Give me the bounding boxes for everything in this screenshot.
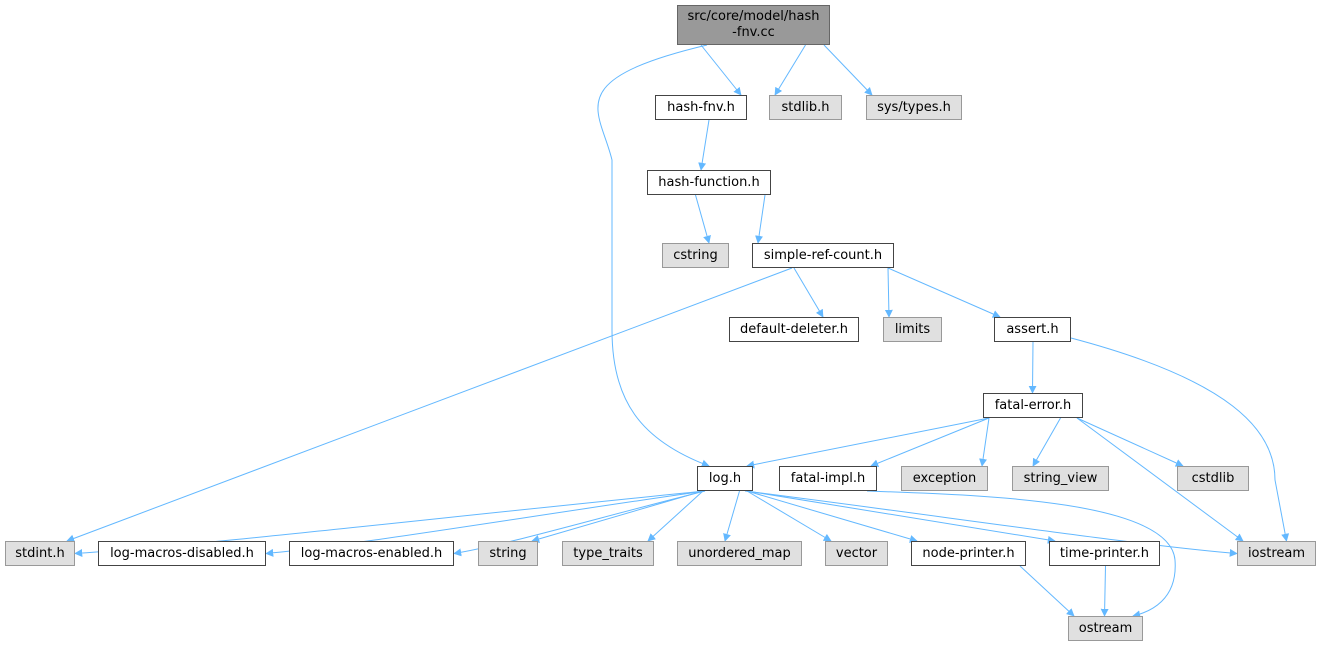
node-log-macros-enabled-h[interactable]: log-macros-enabled.h <box>289 541 454 566</box>
edge-log-h-to-time-printer-h <box>746 490 1056 544</box>
node-default-deleter-h[interactable]: default-deleter.h <box>729 317 859 342</box>
node-ostream[interactable]: ostream <box>1068 616 1143 641</box>
node-fatal-error-h[interactable]: fatal-error.h <box>983 393 1083 418</box>
edge-simple-ref-count-h-to-stdint-h <box>66 267 793 543</box>
edge-log-h-to-iostream <box>744 490 1238 557</box>
node-log-macros-disabled-h[interactable]: log-macros-disabled.h <box>98 541 266 566</box>
node-limits[interactable]: limits <box>883 317 942 342</box>
edge-fatal-error-h-to-string-view <box>1032 417 1061 467</box>
node-cstring[interactable]: cstring <box>662 243 729 268</box>
node-stdint-h[interactable]: stdint.h <box>5 541 75 566</box>
edge-root-to-log-h <box>597 44 710 468</box>
edge-root-to-stdlib-h <box>774 44 806 96</box>
node-string-view[interactable]: string_view <box>1012 466 1109 491</box>
node-node-printer-h[interactable]: node-printer.h <box>911 541 1026 566</box>
edge-log-h-to-type-traits <box>647 490 704 542</box>
node-fatal-impl-h[interactable]: fatal-impl.h <box>779 466 877 491</box>
node-cstdlib[interactable]: cstdlib <box>1177 466 1249 491</box>
edge-hash-function-h-to-simple-ref-count-h <box>755 194 766 244</box>
edge-fatal-error-h-to-cstdlib <box>1076 417 1184 467</box>
edge-fatal-error-h-to-fatal-impl-h <box>870 417 990 467</box>
edge-fatal-error-h-to-exception <box>979 417 990 467</box>
edge-hash-fnv-h-to-hash-function-h <box>698 119 710 171</box>
node-type-traits[interactable]: type_traits <box>562 541 654 566</box>
edge-log-h-to-node-printer-h <box>746 490 918 543</box>
edge-fatal-error-h-to-iostream <box>1076 417 1244 542</box>
node-unordered-map[interactable]: unordered_map <box>677 541 802 566</box>
edge-node-printer-h-to-ostream <box>1019 565 1075 617</box>
node-sys-types-h[interactable]: sys/types.h <box>866 95 962 120</box>
edge-hash-function-h-to-cstring <box>695 194 711 244</box>
edge-assert-h-to-iostream <box>1070 337 1290 542</box>
edge-fatal-error-h-to-log-h <box>746 417 990 469</box>
edge-time-printer-h-to-ostream <box>1100 565 1109 617</box>
node-iostream[interactable]: iostream <box>1237 541 1316 566</box>
node-simple-ref-count-h[interactable]: simple-ref-count.h <box>752 243 894 268</box>
node-string[interactable]: string <box>478 541 538 566</box>
edge-log-h-to-string <box>531 490 704 543</box>
edge-root-to-hash-fnv-h <box>700 44 742 96</box>
edge-simple-ref-count-h-to-assert-h <box>887 267 1001 318</box>
node-root: src/core/model/hash -fnv.cc <box>677 5 830 45</box>
node-time-printer-h[interactable]: time-printer.h <box>1049 541 1160 566</box>
edge-simple-ref-count-h-to-limits <box>884 267 893 318</box>
edge-fatal-impl-h-to-ostream <box>866 490 1176 619</box>
edge-log-h-to-unordered-map <box>723 490 740 542</box>
edge-log-h-to-log-macros-enabled-h <box>453 490 706 557</box>
node-log-h[interactable]: log.h <box>697 466 753 491</box>
edge-simple-ref-count-h-to-default-deleter-h <box>793 267 824 318</box>
edge-root-to-sys-types-h <box>823 44 873 96</box>
edge-log-h-to-vector <box>746 490 832 542</box>
node-hash-function-h[interactable]: hash-function.h <box>647 170 771 195</box>
node-hash-fnv-h[interactable]: hash-fnv.h <box>655 95 747 120</box>
edge-assert-h-to-fatal-error-h <box>1028 341 1037 394</box>
node-exception[interactable]: exception <box>901 466 988 491</box>
node-assert-h[interactable]: assert.h <box>994 317 1071 342</box>
node-vector[interactable]: vector <box>825 541 888 566</box>
node-stdlib-h[interactable]: stdlib.h <box>769 95 842 120</box>
